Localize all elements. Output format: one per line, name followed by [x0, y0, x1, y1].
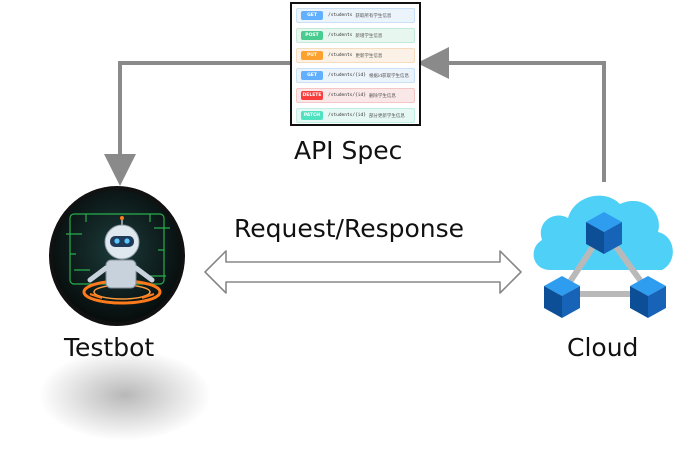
method-badge: PUT — [301, 51, 323, 60]
endpoint-row: PUT /students 更新学生信息 — [296, 48, 415, 63]
method-badge: GET — [301, 11, 323, 20]
endpoint-row: GET /students/{id} 根据id获取学生信息 — [296, 68, 415, 83]
endpoint-description: 获取所有学生信息 — [355, 13, 392, 19]
endpoint-row: GET /students 获取所有学生信息 — [296, 8, 415, 23]
endpoint-path: /students/{id} — [328, 73, 366, 78]
endpoint-description: 根据id获取学生信息 — [368, 73, 410, 79]
cube-top — [586, 212, 622, 254]
cloud-to-spec-arrow — [417, 47, 606, 182]
endpoint-description: 删除学生信息 — [368, 93, 396, 99]
api-spec-label: API Spec — [294, 136, 403, 165]
endpoint-path: /students — [328, 53, 353, 58]
endpoint-description: 新增学生信息 — [355, 33, 383, 39]
request-response-double-arrow — [204, 250, 522, 294]
method-badge: PATCH — [301, 111, 323, 120]
robot-icon — [49, 186, 185, 326]
endpoint-row: POST /students 新增学生信息 — [296, 28, 415, 43]
api-spec-card: GET /students 获取所有学生信息 POST /students 新增… — [290, 2, 421, 126]
method-badge: DELETE — [301, 91, 323, 100]
endpoint-path: /students/{id} — [328, 113, 366, 118]
method-badge: POST — [301, 31, 323, 40]
testbot-label: Testbot — [64, 333, 155, 362]
spec-to-testbot-arrow — [104, 61, 290, 186]
endpoint-path: /students/{id} — [328, 93, 366, 98]
method-badge: GET — [301, 71, 323, 80]
testbot-shadow — [40, 350, 210, 440]
endpoint-row: PATCH /students/{id} 部分更新学生信息 — [296, 108, 415, 123]
endpoint-row: DELETE /students/{id} 删除学生信息 — [296, 88, 415, 103]
cube-right — [630, 276, 666, 318]
endpoint-description: 更新学生信息 — [355, 53, 383, 59]
cloud-label: Cloud — [567, 333, 639, 362]
request-response-label: Request/Response — [234, 214, 465, 243]
endpoint-path: /students — [328, 13, 353, 18]
cube-left — [544, 276, 580, 318]
endpoint-path: /students — [328, 33, 353, 38]
cloud-network-icon — [533, 195, 673, 318]
endpoint-description: 部分更新学生信息 — [368, 113, 405, 119]
